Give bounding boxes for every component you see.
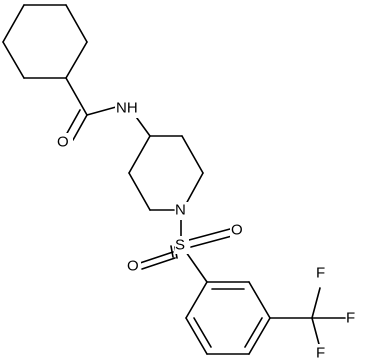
piperidine-nitrogen-label: N (175, 202, 186, 219)
fluorine-right-label: F (346, 310, 355, 327)
carbonyl-oxygen-label: O (57, 134, 69, 151)
benzene-ring (185, 281, 271, 355)
sulfonyl-oxygen-right-label: O (231, 222, 243, 239)
trifluoromethyl-group (269, 287, 346, 349)
amide-nh-label: NH (116, 100, 138, 117)
fluorine-bottom-label: F (316, 345, 325, 362)
piperidine-ring (128, 135, 204, 211)
fluorine-top-label: F (316, 265, 325, 282)
sulfur-label: S (175, 237, 185, 254)
atom-labels: O NH N S O O F F F (57, 100, 358, 362)
cyclohexane-ring (2, 4, 88, 79)
sulfonyl-oxygen-left-label: O (127, 258, 139, 275)
